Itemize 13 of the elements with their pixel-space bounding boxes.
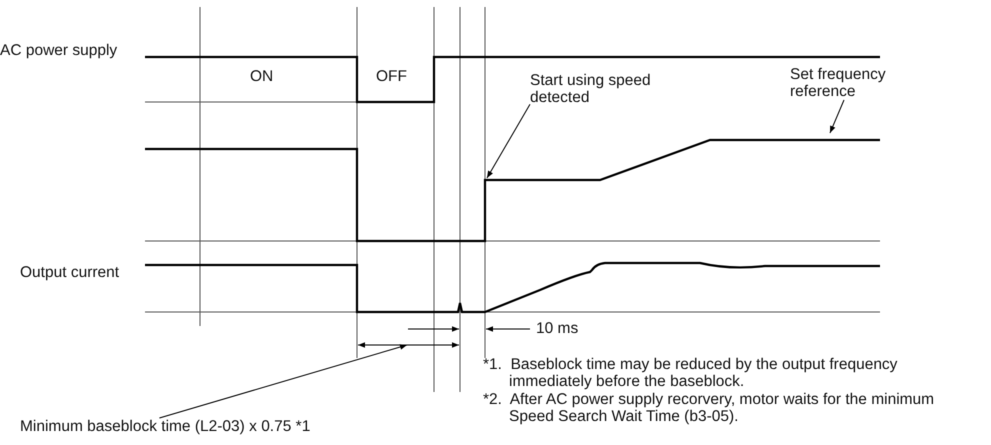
signal-label: AC power supply: [0, 42, 118, 59]
callout-text: Set frequency reference: [790, 66, 910, 100]
leader-line: [830, 100, 844, 134]
leader-line: [486, 104, 530, 178]
dimension-label: 10 ms: [536, 320, 578, 337]
footnote: *2. After AC power supply recorvery, motor waits for the minimum Speed Search Wait Time (b3-05).: [483, 391, 936, 425]
signal-label: Output current: [20, 264, 120, 281]
state-label: OFF: [376, 68, 407, 85]
footnote: *1. Baseblock time may be reduced by the output frequency immediately before the baseblock.: [483, 356, 898, 390]
leader-line: [158, 344, 408, 418]
callout-text: Minimum baseblock time (L2-03) x 0.75 *1: [20, 418, 310, 435]
state-label: ON: [250, 68, 274, 85]
callout-text: Start using speed detected: [530, 72, 670, 106]
